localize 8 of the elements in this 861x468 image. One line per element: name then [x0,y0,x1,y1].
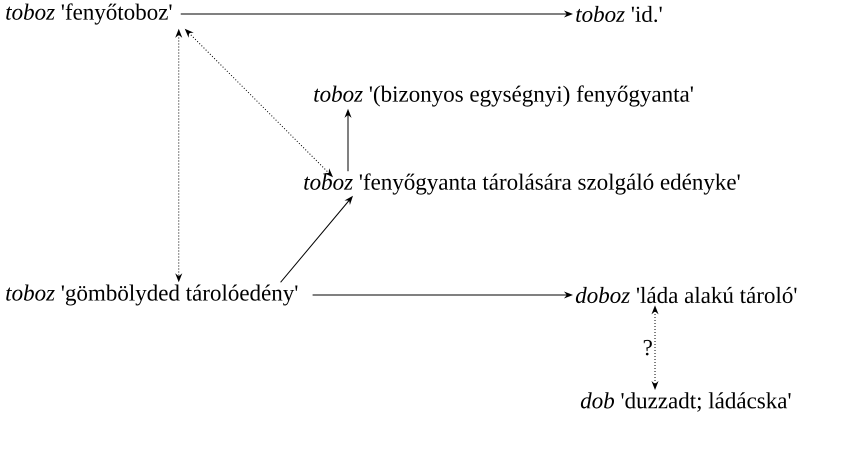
text-label: toboz 'gömbölyded tárolóedény' [6,284,298,306]
text-label: toboz '(bizonyos egységnyi) fenyőgyanta' [314,85,693,107]
edge-label: ? [642,338,654,356]
text-label: toboz 'fenyőtoboz' [6,3,172,25]
text-label: toboz 'id.' [576,6,662,22]
text-label: dob 'duzzadt; ládácska' [580,392,791,412]
text-label: toboz 'fenyőgyanta tárolására szolgáló edényke' [304,173,740,195]
text-label: doboz 'láda alakú tároló' [576,286,796,304]
